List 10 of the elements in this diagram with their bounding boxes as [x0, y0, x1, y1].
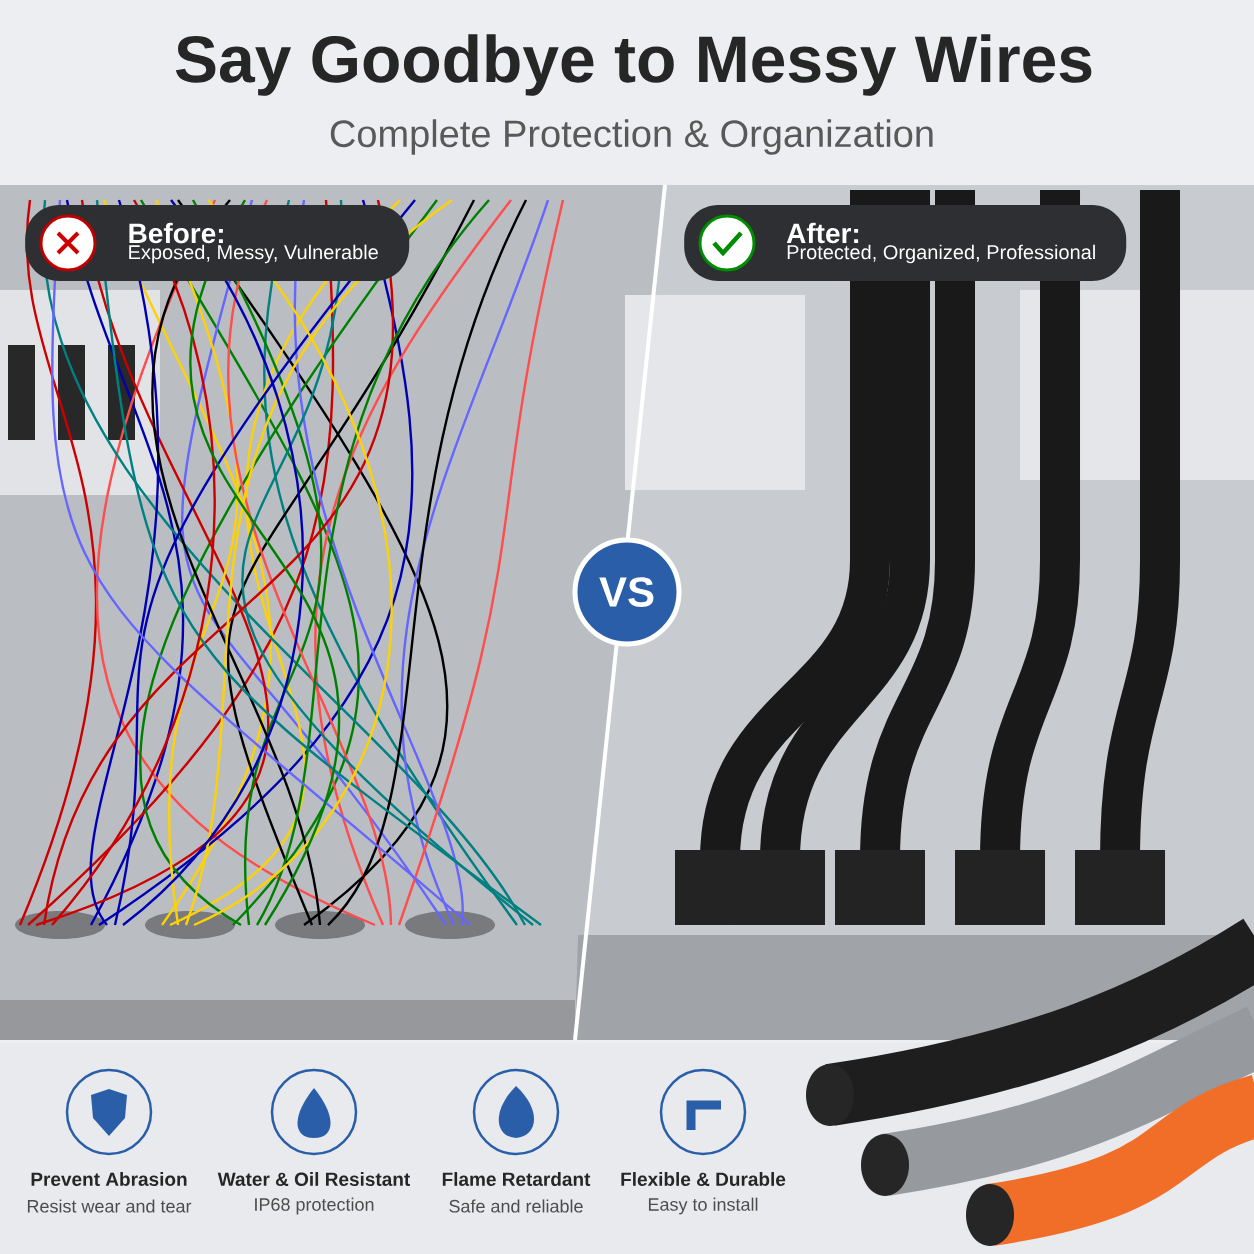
feature-title: Flame Retardant — [442, 1172, 591, 1186]
feature-title: Prevent Abrasion — [31, 1172, 187, 1186]
feature-text: IP68 protection — [255, 1197, 374, 1215]
subtitle: Complete Protection & Organization — [330, 119, 933, 155]
feature-text: Safe and reliable — [449, 1199, 583, 1213]
feature-text: Resist wear and tear — [27, 1199, 192, 1213]
feature-text: Easy to install — [648, 1197, 758, 1215]
feature-title: Flexible & Durable — [621, 1172, 786, 1186]
title: Say Goodbye to Messy Wires — [175, 34, 1092, 96]
feature-title: Water & Oil Resistant — [217, 1172, 410, 1186]
